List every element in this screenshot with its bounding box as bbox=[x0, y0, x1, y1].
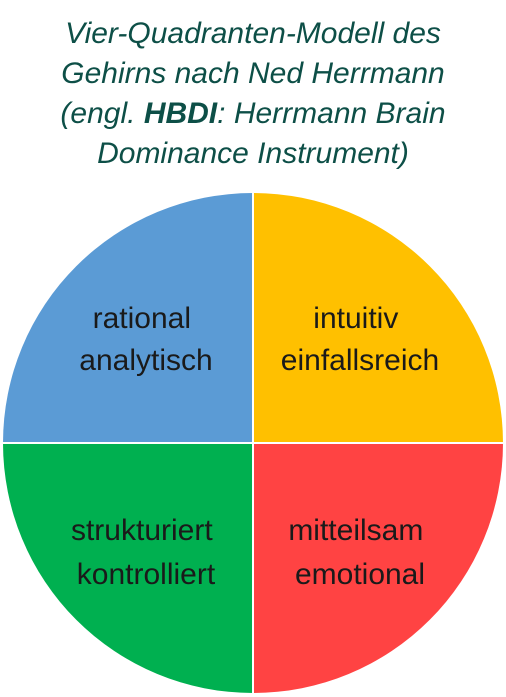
quadrant-top-right-label: intuitiv einfallsreich bbox=[281, 302, 439, 377]
quadrant-bottom-right-label: mitteilsam emotional bbox=[288, 514, 431, 591]
top-right-line-1: intuitiv bbox=[313, 302, 398, 335]
bottom-right-line-2: emotional bbox=[295, 558, 425, 591]
title-line-3-prefix: (engl. bbox=[60, 97, 144, 130]
quadrant-bottom-left bbox=[3, 443, 253, 693]
diagram-title: Vier-Quadranten-Modell des Gehirns nach … bbox=[0, 14, 506, 174]
title-line-2: Gehirns nach Ned Herrmann bbox=[61, 57, 445, 90]
title-line-3: (engl. HBDI: Herrmann Brain bbox=[0, 94, 506, 134]
bottom-right-line-1: mitteilsam bbox=[288, 514, 423, 547]
top-left-line-1: rational bbox=[93, 302, 191, 335]
quadrant-bottom-right bbox=[253, 443, 503, 693]
bottom-left-line-1: strukturiert bbox=[71, 514, 213, 547]
four-quadrant-circle: rational analytisch intuitiv einfallsrei… bbox=[0, 190, 506, 697]
title-line-4: Dominance Instrument) bbox=[97, 137, 409, 170]
title-line-3-suffix: : Herrmann Brain bbox=[217, 97, 446, 130]
top-left-line-2: analytisch bbox=[79, 344, 212, 377]
title-line-1: Vier-Quadranten-Modell des bbox=[65, 17, 441, 50]
quadrant-top-left-label: rational analytisch bbox=[79, 302, 212, 377]
quadrant-top-left bbox=[3, 193, 253, 443]
bottom-left-line-2: kontrolliert bbox=[77, 558, 216, 591]
quadrant-top-right bbox=[253, 193, 503, 443]
top-right-line-2: einfallsreich bbox=[281, 344, 439, 377]
quadrant-bottom-left-label: strukturiert kontrolliert bbox=[71, 514, 221, 591]
title-abbreviation: HBDI bbox=[143, 97, 218, 130]
